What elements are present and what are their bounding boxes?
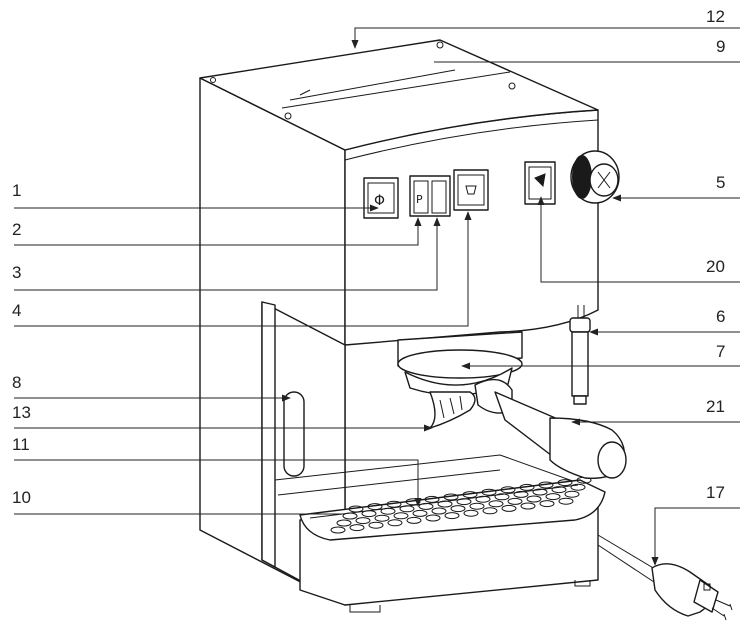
tray-hole xyxy=(355,517,371,525)
water-level-window xyxy=(283,391,305,477)
tray-hole xyxy=(539,500,555,508)
tray-hole xyxy=(330,526,346,534)
leader-2 xyxy=(14,217,422,246)
tray-hole xyxy=(361,510,377,518)
tray-hole xyxy=(399,505,415,513)
tray-hole xyxy=(437,500,453,508)
power-plug xyxy=(597,534,733,621)
tray-hole xyxy=(387,519,403,527)
tray-hole xyxy=(374,514,390,522)
tray-hole xyxy=(349,524,365,532)
leader-17 xyxy=(651,507,740,566)
leader-3 xyxy=(14,217,441,291)
callout-12: 12 xyxy=(706,7,725,26)
tray-hole xyxy=(425,514,441,522)
tray-hole xyxy=(500,486,516,494)
tray-hole xyxy=(424,495,440,503)
callout-17: 17 xyxy=(706,483,725,502)
tray-hole xyxy=(507,497,523,505)
callout-1: 1 xyxy=(12,181,21,200)
svg-text:P: P xyxy=(416,193,423,206)
callout-11: 11 xyxy=(12,435,30,454)
callout-2: 2 xyxy=(12,220,21,239)
tray-hole xyxy=(462,491,478,499)
callout-8: 8 xyxy=(12,373,21,392)
callout-4: 4 xyxy=(12,301,21,320)
tray-hole xyxy=(368,521,384,529)
portafilter xyxy=(429,378,627,479)
tray-hole xyxy=(393,512,409,520)
callout-5: 5 xyxy=(716,173,725,192)
steam-wand xyxy=(569,305,591,405)
callout-21: 21 xyxy=(706,397,725,416)
tray-hole xyxy=(444,512,460,520)
tray-hole xyxy=(386,500,402,508)
tray-hole xyxy=(482,507,498,515)
callout-labels: 1 2 3 4 8 13 11 10 12 9 5 20 6 7 21 17 xyxy=(12,7,725,507)
tray-hole xyxy=(406,516,422,524)
tray-hole xyxy=(443,493,459,501)
tray-hole xyxy=(532,488,548,496)
leader-4 xyxy=(14,211,472,327)
tray-hole xyxy=(513,490,529,498)
leader-20 xyxy=(537,196,740,283)
leader-lines xyxy=(14,27,740,566)
control-switches: Φ P xyxy=(363,161,556,219)
tray-hole xyxy=(564,490,580,498)
callout-20: 20 xyxy=(706,257,725,276)
tray-hole xyxy=(558,497,574,505)
tray-hole xyxy=(570,483,586,491)
tray-hole xyxy=(488,500,504,508)
callout-7: 7 xyxy=(716,342,725,361)
tray-hole xyxy=(469,502,485,510)
tray-hole xyxy=(557,479,573,487)
leader-11 xyxy=(14,459,422,507)
callout-3: 3 xyxy=(12,263,21,282)
tray-hole xyxy=(412,509,428,517)
callout-6: 6 xyxy=(716,307,725,326)
leader-12 xyxy=(351,27,740,49)
tray-hole xyxy=(342,512,358,520)
callout-10: 10 xyxy=(12,488,31,507)
tray-hole xyxy=(526,495,542,503)
tray-hole xyxy=(519,483,535,491)
tray-hole xyxy=(348,505,364,513)
tray-hole xyxy=(431,507,447,515)
tray-hole xyxy=(494,493,510,501)
tray-hole xyxy=(380,507,396,515)
tray-hole xyxy=(520,502,536,510)
tray-hole xyxy=(545,493,561,501)
machine-body xyxy=(199,39,599,606)
tray-hole xyxy=(463,509,479,517)
tray-hole xyxy=(475,495,491,503)
drip-tray xyxy=(299,476,606,541)
steam-knob xyxy=(570,150,620,204)
callout-13: 13 xyxy=(12,403,31,422)
tray-hole xyxy=(501,504,517,512)
tray-hole xyxy=(538,481,554,489)
svg-text:Φ: Φ xyxy=(374,193,385,209)
tray-hole xyxy=(336,519,352,527)
tray-hole xyxy=(450,505,466,513)
tray-hole xyxy=(551,486,567,494)
tray-hole xyxy=(481,488,497,496)
callout-9: 9 xyxy=(716,37,725,56)
tray-hole xyxy=(367,503,383,511)
tray-hole xyxy=(456,498,472,506)
